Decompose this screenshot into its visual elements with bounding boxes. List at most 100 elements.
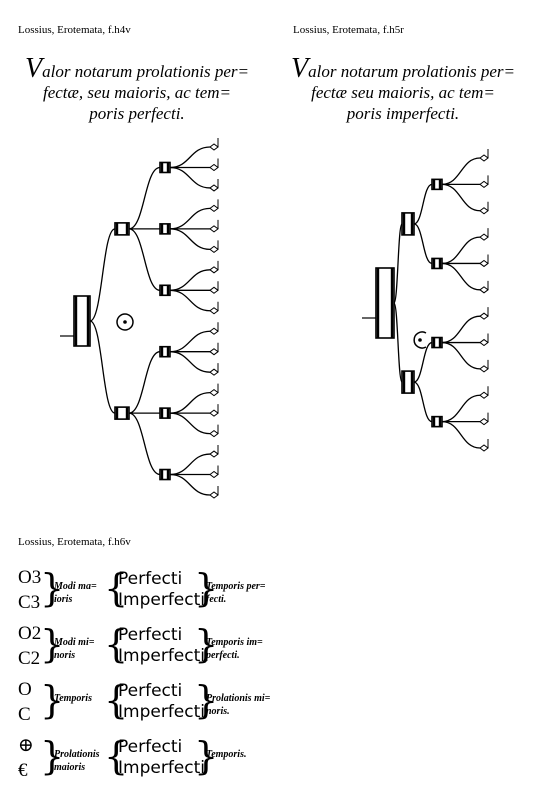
branch-line: [441, 183, 481, 212]
right-note-value-tree: [362, 149, 489, 452]
minim-note: [479, 418, 489, 426]
minim-note: [479, 338, 489, 347]
branch-line: [169, 146, 211, 169]
branch-line: [441, 420, 481, 449]
branch-line: [169, 453, 211, 476]
category-label: Modi ma= ioris: [54, 581, 97, 605]
qualifier-label: Prolationis mi= noris.: [206, 693, 271, 717]
branch-line: [169, 391, 211, 414]
minim-note: [209, 225, 219, 233]
branch-line: [169, 289, 211, 312]
qualifier-label: Temporis per= fecti.: [206, 581, 266, 605]
brace-icon: }: [194, 566, 219, 610]
breve-note: [159, 407, 171, 419]
left-heading-initial: V: [25, 53, 43, 84]
mensuration-sign-bottom: C3: [18, 592, 41, 613]
minim-note: [209, 307, 219, 315]
right-heading: Valor notarum prolationis per= fectæ seu…: [288, 55, 518, 124]
branch-line: [128, 351, 161, 414]
left-heading-line3: poris perfecti.: [89, 104, 185, 123]
imperfect-label: Imperfecti: [118, 590, 205, 610]
qualifier-label: Temporis.: [206, 749, 247, 760]
category-label: Temporis: [54, 693, 92, 704]
minim-note: [209, 266, 219, 274]
minim-note: [209, 409, 219, 417]
minim-note: [209, 163, 219, 172]
branch-line: [441, 236, 481, 265]
breve-note: [159, 284, 171, 297]
minim-note: [479, 207, 489, 215]
maxima-note: [375, 267, 395, 339]
brace-icon: }: [40, 622, 65, 666]
perfect-label: Perfecti: [118, 737, 183, 757]
branch-line: [413, 223, 433, 265]
minim-note: [209, 245, 219, 253]
breve-note: [431, 257, 443, 270]
brace-icon: }: [194, 734, 219, 778]
right-heading-line1: alor notarum prolationis per=: [308, 62, 515, 81]
caption-left: Lossius, Erotemata, f.h4v: [18, 24, 131, 36]
brace-icon: }: [40, 566, 65, 610]
minim-note: [209, 450, 219, 458]
imperfect-time-c-icon: [413, 331, 427, 349]
branch-line: [89, 228, 116, 322]
branch-line: [169, 330, 211, 353]
branch-line: [128, 166, 161, 230]
mensuration-sign-bottom: C: [18, 704, 31, 725]
breve-note: [431, 415, 443, 428]
branch-line: [413, 381, 433, 423]
branch-line: [128, 412, 161, 476]
caption-right: Lossius, Erotemata, f.h5r: [293, 24, 404, 36]
brace-icon: {: [104, 566, 129, 610]
perfect-time-circle-icon: [116, 313, 134, 331]
minim-note: [209, 429, 219, 438]
left-heading-line2: fectæ, seu maioris, ac tem=: [42, 83, 232, 102]
branch-line: [413, 183, 433, 225]
mensuration-sign-bottom: €: [18, 760, 28, 781]
breve-note: [431, 336, 443, 349]
minim-note: [479, 259, 489, 268]
brace-icon: {: [104, 622, 129, 666]
right-heading-line2: fectæ seu maioris, ac tem=: [311, 83, 495, 102]
branch-line: [128, 228, 161, 291]
minim-note: [479, 365, 489, 373]
brace-icon: }: [40, 734, 65, 778]
breve-note: [159, 345, 171, 358]
brace-icon: {: [104, 734, 129, 778]
brace-icon: {: [104, 678, 129, 722]
left-heading: Valor notarum prolationis per= fectæ, se…: [12, 55, 262, 124]
category-label: Prolationis maioris: [54, 749, 100, 773]
breve-note: [159, 223, 171, 235]
caption-bottom: Lossius, Erotemata, f.h6v: [18, 536, 131, 548]
imperfect-label: Imperfecti: [118, 758, 205, 778]
minim-note: [209, 491, 219, 499]
minim-note: [479, 312, 489, 320]
branch-line: [169, 412, 211, 435]
qualifier-label: Temporis im= perfecti.: [206, 637, 263, 661]
branch-line: [393, 223, 403, 304]
category-label: Modi mi= noris: [54, 637, 95, 661]
longa-note: [114, 406, 130, 420]
breve-note: [159, 468, 171, 481]
minim-note: [209, 470, 219, 479]
branch-line: [441, 262, 481, 291]
mensuration-sign-top: O2: [18, 623, 42, 644]
branch-line: [441, 394, 481, 423]
maxima-note: [73, 295, 91, 347]
breve-note: [431, 178, 443, 191]
branch-line: [393, 302, 403, 383]
longa-note: [114, 222, 130, 236]
minim-note: [479, 154, 489, 162]
imperfect-label: Imperfecti: [118, 646, 205, 666]
branch-line: [89, 320, 116, 414]
branch-line: [169, 473, 211, 496]
minim-note: [209, 204, 219, 213]
branch-line: [169, 166, 211, 189]
imperfect-label: Imperfecti: [118, 702, 205, 722]
mensuration-sign-top: ⊕: [18, 735, 34, 756]
minim-note: [209, 327, 219, 335]
prolation-dot-icon: [418, 338, 422, 342]
minim-note: [209, 368, 219, 376]
